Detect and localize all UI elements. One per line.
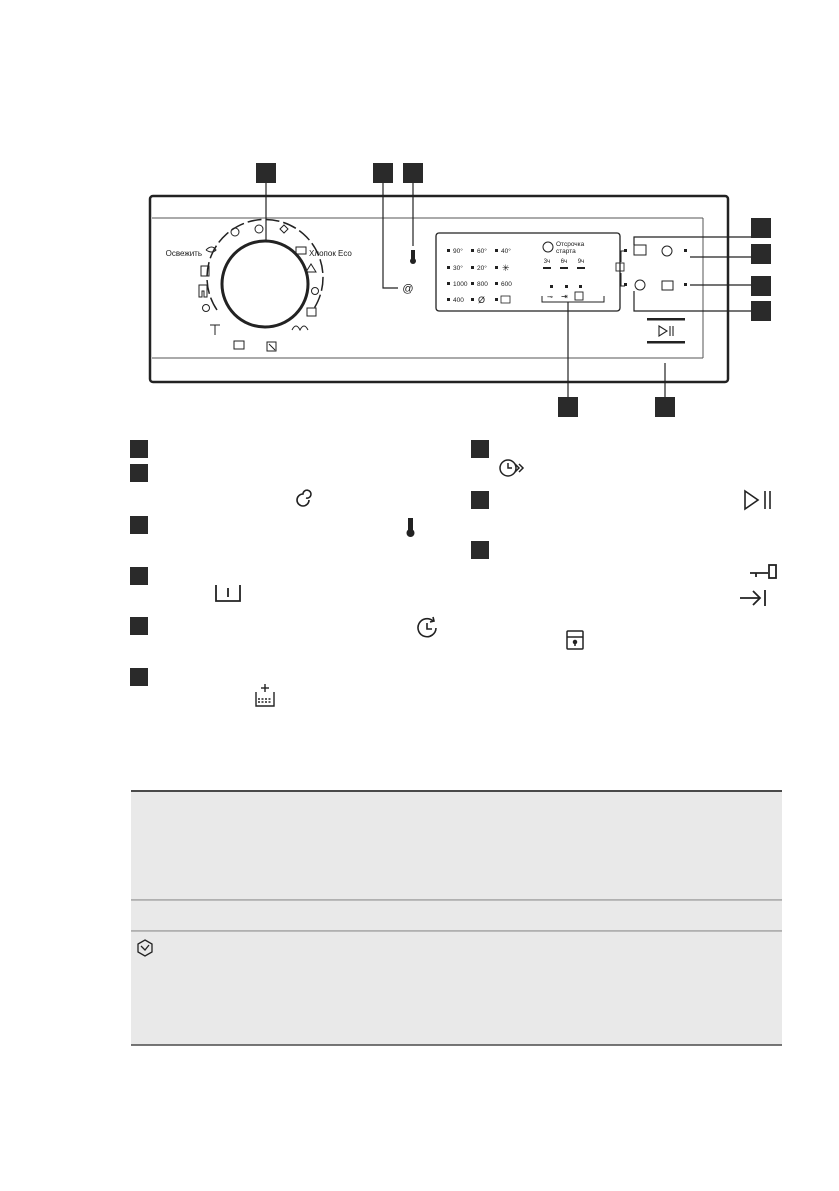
spin-button-icon[interactable]: @ <box>402 283 413 295</box>
start-pause-button-icon[interactable] <box>658 325 674 337</box>
temp-30-label: 30° <box>453 264 463 272</box>
callout-badge-temp <box>403 163 423 183</box>
callout-badge-delay <box>751 244 771 264</box>
display-grid: 90° 60° 40° 30° 20° ✳ 1000 800 600 400 Ø <box>447 247 512 305</box>
temp-90-label: 90° <box>453 247 463 255</box>
legend-time-manager-icon <box>499 459 525 477</box>
legend-start-pause-icon <box>744 489 771 511</box>
dial-wool-icon <box>291 325 309 332</box>
dial-sport-icon <box>266 341 277 352</box>
callout-badge-rinse <box>751 276 771 296</box>
callout-badge-dial <box>256 163 276 183</box>
dial-jeans-icon <box>198 284 208 298</box>
legend-badge-4 <box>130 567 148 585</box>
legend-arrow-end-icon <box>740 590 766 606</box>
legend-badge-7 <box>471 440 489 458</box>
dial-cotton-icon <box>295 246 307 255</box>
start-pause-top-bar <box>647 318 685 321</box>
legend-badge-3 <box>130 516 148 534</box>
option-bracket-bottom <box>620 273 625 287</box>
delay-title-line2: старта <box>556 248 576 255</box>
legend-delay-icon <box>417 616 437 638</box>
leader-time <box>633 291 753 312</box>
speed-400-label: 400 <box>453 297 464 304</box>
speed-1000-label: 1000 <box>453 281 468 288</box>
legend-spin-icon <box>296 489 312 507</box>
dial-spin-icon <box>202 304 210 312</box>
callout-badge-time <box>751 301 771 321</box>
speed-800-label: 800 <box>477 281 488 288</box>
legend-soak-icon <box>215 585 241 602</box>
display-panel <box>435 232 621 312</box>
temp-60-label: 60° <box>477 247 487 255</box>
dial-delay-icon <box>230 227 240 237</box>
start-pause-bottom-bar <box>647 341 685 344</box>
legend-thermometer-icon <box>406 518 415 537</box>
dial-left-label: Освежить <box>166 249 202 258</box>
delay-9h-label: 9ч <box>578 259 584 265</box>
delay-6h-label: 6ч <box>561 259 567 265</box>
legend-key-icon <box>750 564 777 579</box>
dial-delicates-icon <box>306 307 317 317</box>
dial-right-label: Хлопок Eco <box>309 249 352 258</box>
temperature-button-icon[interactable] <box>410 250 416 264</box>
callout-badge-display <box>558 397 578 417</box>
dial-arc <box>206 218 324 311</box>
callout-badge-start <box>655 397 675 417</box>
legend-badge-2 <box>130 464 148 482</box>
legend-badge-5 <box>130 617 148 635</box>
key-small-icon: ⊸ <box>547 294 553 301</box>
rinse-hold-icon <box>500 295 511 304</box>
dial-rinse-icon <box>233 340 245 350</box>
lock-small-icon <box>574 291 584 301</box>
delay-clock-icon <box>542 241 554 253</box>
legend-badge-8 <box>471 491 489 509</box>
speed-600-label: 600 <box>501 281 512 288</box>
arrow-small-icon: ⇥ <box>561 292 568 301</box>
delay-9h-indicator <box>577 267 585 269</box>
options-table <box>131 790 782 1046</box>
program-dial[interactable] <box>220 239 310 329</box>
panel-outline <box>148 194 730 384</box>
delay-6h-indicator <box>560 267 568 269</box>
delay-button-icon[interactable] <box>661 245 673 257</box>
delay-title-line1: Отсрочка <box>556 241 585 248</box>
off-position-icon <box>254 224 264 234</box>
dial-shirt-icon <box>200 265 210 277</box>
dial-mixed-icon <box>311 287 319 295</box>
legend-badge-1 <box>130 440 148 458</box>
temp-40-label: 40° <box>501 247 511 255</box>
legend-extra-rinse-icon <box>255 684 275 707</box>
table-block-1 <box>131 791 782 900</box>
legend <box>130 440 777 707</box>
callout-badge-soak <box>751 218 771 238</box>
dial-synthetic-icon <box>305 263 317 273</box>
dial-eco-icon <box>279 224 289 234</box>
time-manager-button-icon[interactable] <box>634 279 646 291</box>
child-lock-side-icon <box>615 262 625 272</box>
table-eco-icon <box>137 939 153 957</box>
dial-drain-icon <box>210 324 220 335</box>
extra-rinse-button-icon[interactable] <box>661 280 674 291</box>
legend-child-lock-icon <box>566 630 584 650</box>
leader-spin <box>382 183 398 289</box>
legend-badge-6 <box>130 668 148 686</box>
dial-refresh-icon <box>205 246 217 253</box>
cold-icon: ✳ <box>502 263 510 273</box>
status-bracket <box>541 296 605 303</box>
table-block-2 <box>131 901 782 931</box>
delay-3h-label: 3ч <box>544 259 550 265</box>
delay-3h-indicator <box>543 267 551 269</box>
callout-badge-spin <box>373 163 393 183</box>
temp-20-label: 20° <box>477 264 487 272</box>
no-spin-icon: Ø <box>478 295 485 305</box>
legend-badge-9 <box>471 541 489 559</box>
dial-program-icons <box>198 224 319 352</box>
soak-button-icon[interactable] <box>633 244 647 256</box>
option-bracket-top <box>620 250 625 262</box>
table-block-3 <box>131 932 782 1045</box>
leader-soak <box>633 236 753 245</box>
